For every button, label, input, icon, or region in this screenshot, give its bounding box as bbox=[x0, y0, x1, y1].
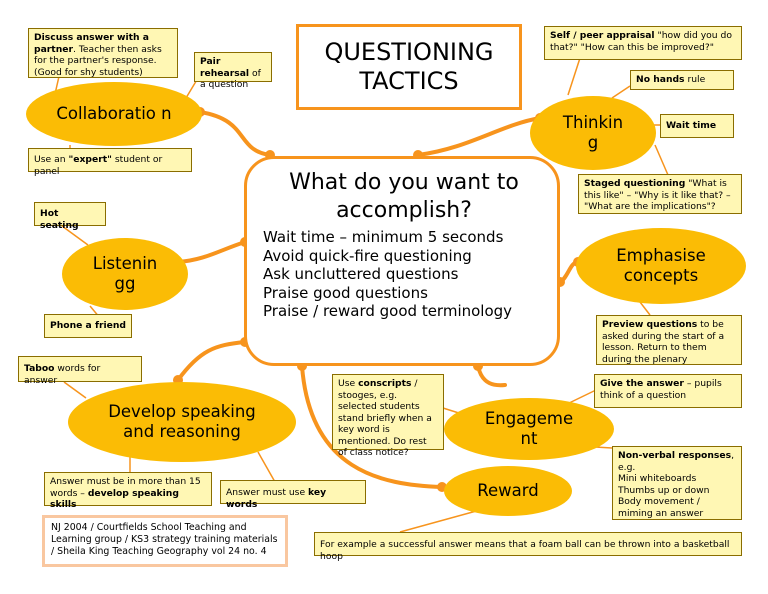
leader-hot bbox=[61, 225, 89, 246]
node-reward: Reward bbox=[444, 466, 572, 516]
central-list-item: Praise good questions bbox=[263, 283, 428, 302]
note-give-answer: Give the answer – pupils think of a ques… bbox=[594, 374, 742, 408]
note-taboo: Taboo words for answer bbox=[18, 356, 142, 386]
node-thinking-label: Thinkin g bbox=[562, 113, 624, 152]
note-staged: Staged questioning "What is this like" –… bbox=[578, 174, 742, 214]
central-list-item: Avoid quick-fire questioning bbox=[263, 246, 472, 265]
note-text: Use an bbox=[34, 154, 69, 165]
leader-preview bbox=[639, 301, 651, 316]
note-self-peer: Self / peer appraisal "how did you do th… bbox=[544, 26, 742, 60]
note-phone-friend: Phone a friend bbox=[44, 314, 132, 338]
note-text: "how did you do that?" "How can this be … bbox=[550, 30, 732, 53]
note-bold: No hands bbox=[636, 74, 685, 85]
page-title: QUESTIONING TACTICS bbox=[296, 24, 522, 110]
note-text: of a question bbox=[200, 67, 261, 91]
note-nonverbal: Non-verbal responses, e.g. Mini whiteboa… bbox=[612, 446, 742, 520]
note-bold: "expert" bbox=[68, 154, 112, 165]
link-listening bbox=[176, 240, 247, 264]
node-collaboration-label: Collaboratio n bbox=[56, 104, 172, 123]
note-bold: conscripts bbox=[358, 378, 412, 389]
node-develop: Develop speaking and reasoning bbox=[68, 382, 296, 462]
note-bold: Give the answer bbox=[600, 378, 684, 389]
node-reward-label: Reward bbox=[477, 481, 539, 500]
note-expert: Use an "expert" student or panel bbox=[28, 148, 192, 177]
note-text: rule bbox=[684, 74, 706, 85]
leader-taboo bbox=[63, 381, 87, 399]
leader-nohands bbox=[611, 85, 631, 99]
node-engagement-label: Engageme nt bbox=[484, 409, 574, 448]
note-text: Body movement / miming an answer bbox=[618, 496, 704, 519]
note-bold: develop speaking skills bbox=[50, 487, 179, 511]
note-bold: Staged questioning bbox=[584, 178, 686, 189]
node-listening: Listenin gg bbox=[62, 238, 188, 310]
note-wait-time: Wait time bbox=[660, 114, 734, 138]
leader-staged bbox=[654, 144, 669, 176]
link-reward bbox=[300, 364, 444, 489]
central-list-item: Wait time – minimum 5 seconds bbox=[263, 228, 504, 246]
note-bold: Self / peer appraisal bbox=[550, 30, 655, 41]
leader-self bbox=[567, 57, 581, 96]
node-engagement: Engageme nt bbox=[444, 398, 614, 460]
note-bold: Non-verbal responses bbox=[618, 450, 732, 461]
note-hot-seating: Hot seating bbox=[34, 202, 106, 231]
note-discuss-partner: Discuss answer with a partner. Teacher t… bbox=[28, 28, 178, 78]
node-collaboration: Collaboratio n bbox=[26, 82, 202, 146]
note-bold: key words bbox=[226, 487, 327, 510]
note-foam-ball: For example a successful answer means th… bbox=[314, 532, 742, 562]
central-list: Wait time – minimum 5 seconds Avoid quic… bbox=[263, 228, 545, 321]
central-list-item: Praise / reward good terminology bbox=[263, 302, 513, 320]
central-question-box: What do you want to accomplish? Wait tim… bbox=[244, 156, 560, 366]
node-listening-label: Listenin gg bbox=[92, 254, 158, 293]
note-pair-rehearsal: Pair rehearsal of a question bbox=[194, 52, 272, 90]
note-no-hands: No hands rule bbox=[630, 70, 734, 90]
note-text: to be asked during the start of a lesson… bbox=[602, 319, 725, 365]
citation: NJ 2004 / Courtfields School Teaching an… bbox=[42, 515, 288, 567]
node-emphasise: Emphasise concepts bbox=[576, 228, 746, 304]
note-bold: Phone a friend bbox=[50, 320, 126, 331]
link-collaboration bbox=[198, 110, 272, 157]
link-thinking bbox=[416, 116, 542, 157]
note-fifteen-words: Answer must be in more than 15 words – d… bbox=[44, 472, 212, 510]
note-text: "What is this like" – "Why is it like th… bbox=[584, 178, 731, 212]
note-text: Thumbs up or down bbox=[618, 484, 710, 496]
leader-keywords bbox=[257, 451, 276, 483]
note-text: / stooges, e.g. selected students stand … bbox=[338, 378, 432, 458]
note-text: Mini whiteboards bbox=[618, 473, 697, 484]
note-text: – pupils think of a question bbox=[600, 378, 722, 401]
node-develop-label: Develop speaking and reasoning bbox=[108, 402, 256, 441]
note-conscripts: Use conscripts / stooges, e.g. selected … bbox=[332, 374, 444, 458]
note-text: student or panel bbox=[34, 154, 163, 177]
note-bold: Wait time bbox=[666, 120, 717, 131]
note-bold: Hot seating bbox=[40, 208, 79, 231]
note-text: Answer must use bbox=[226, 487, 309, 498]
note-bold: Pair rehearsal bbox=[200, 56, 250, 79]
note-key-words: Answer must use key words bbox=[220, 480, 366, 510]
node-thinking: Thinkin g bbox=[530, 96, 656, 170]
central-question: What do you want to accomplish? bbox=[289, 170, 519, 223]
note-bold: Preview questions bbox=[602, 319, 698, 330]
note-preview-questions: Preview questions to be asked during the… bbox=[596, 315, 742, 365]
central-list-item: Ask uncluttered questions bbox=[263, 265, 459, 283]
link-develop bbox=[176, 340, 247, 382]
leader-foam bbox=[399, 509, 481, 533]
note-text: words for answer bbox=[24, 363, 101, 386]
note-text: , e.g. bbox=[618, 450, 734, 473]
note-bold: Discuss answer with a partner bbox=[34, 32, 149, 55]
note-text: Answer must be in more than 15 words – bbox=[50, 476, 201, 499]
note-bold: Taboo bbox=[24, 363, 55, 374]
note-text: For example a successful answer means th… bbox=[320, 539, 730, 562]
node-emphasise-label: Emphasise concepts bbox=[616, 246, 706, 285]
note-text: Use bbox=[338, 378, 359, 389]
note-text: . Teacher then asks for the partner's re… bbox=[34, 43, 162, 78]
